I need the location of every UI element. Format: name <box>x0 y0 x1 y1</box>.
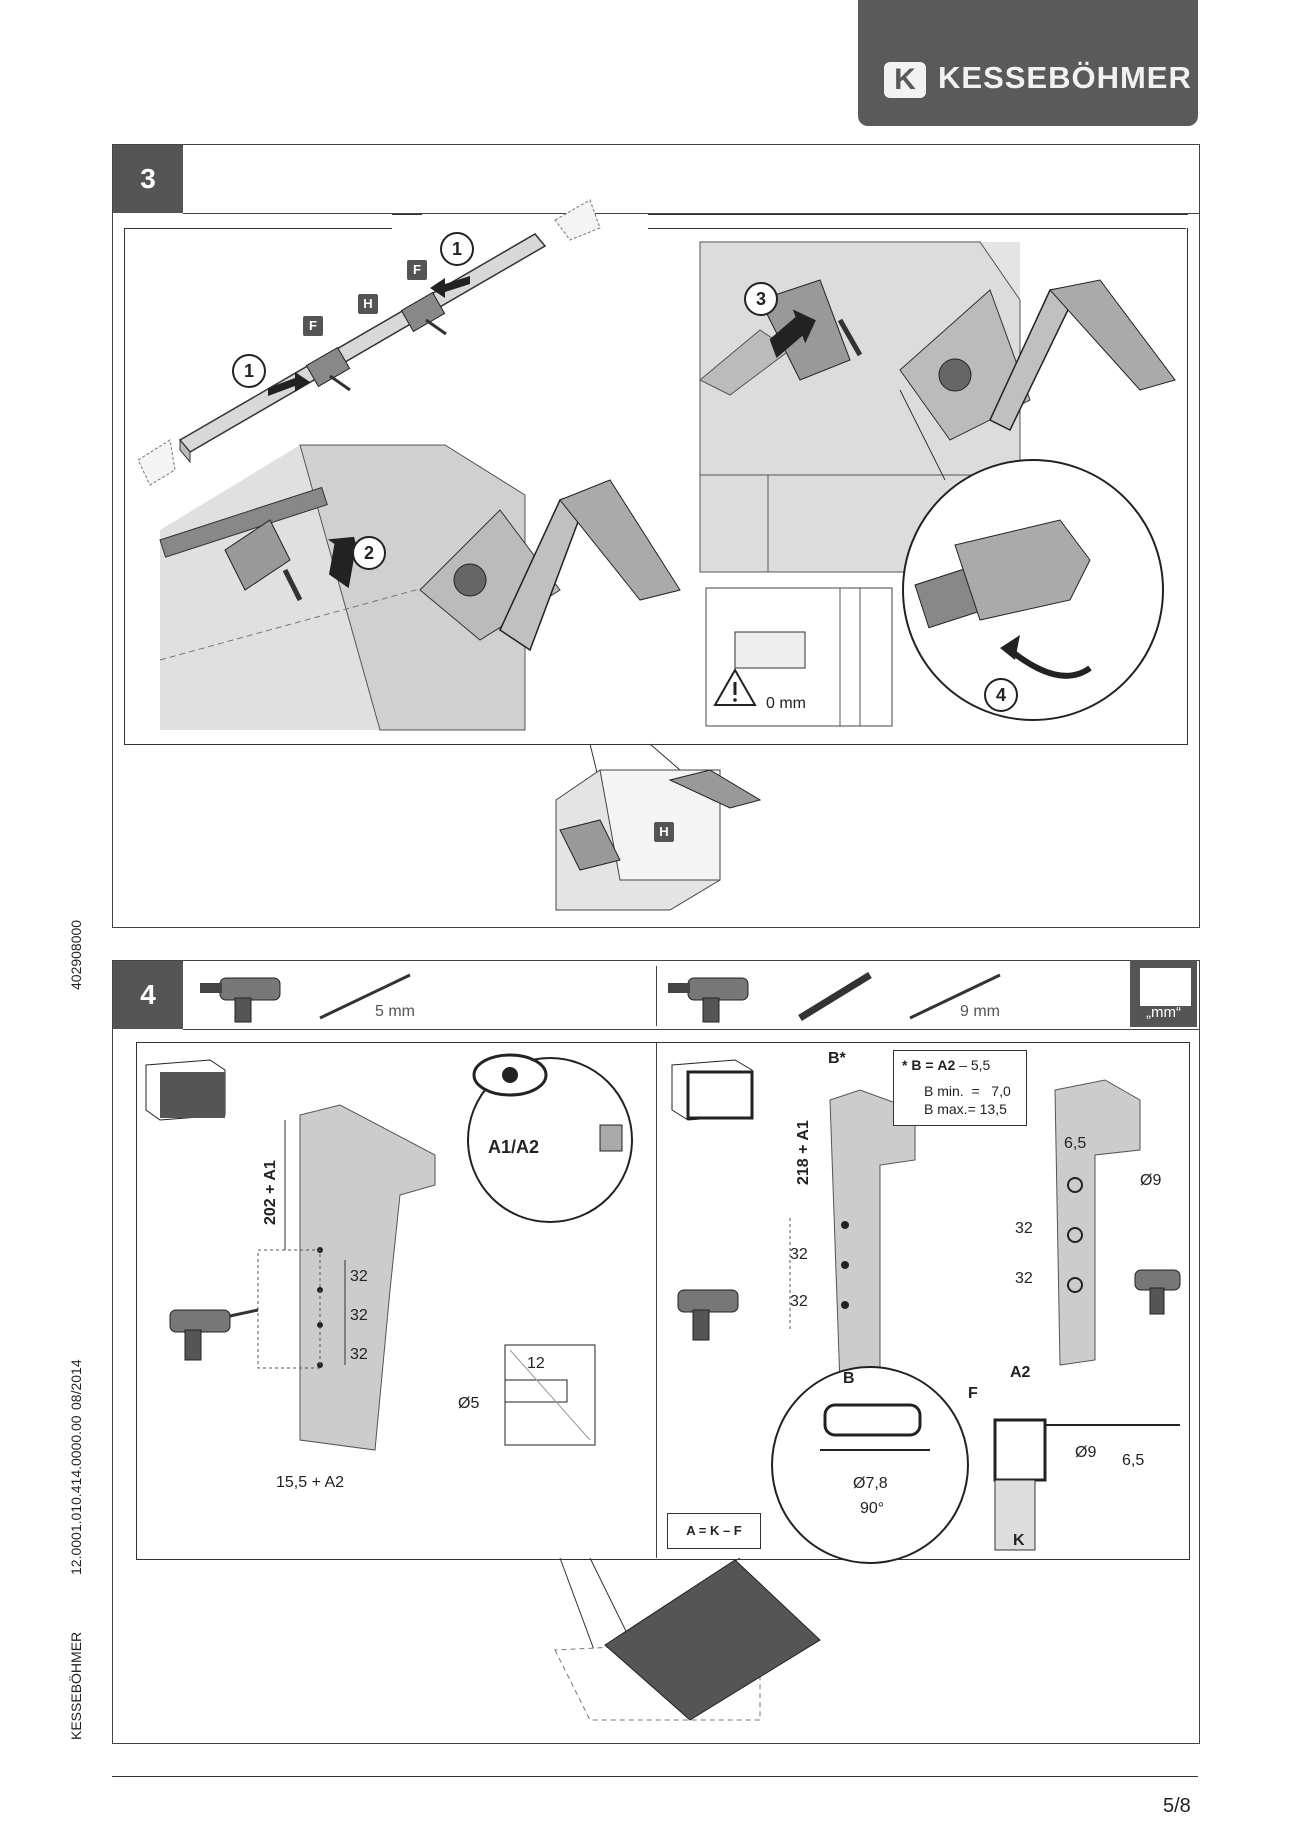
b-formula-box: * B = A2 – 5,5 B min. = 7,0 B max.= 13,5 <box>893 1050 1027 1126</box>
spacing-right-32-2: 32 <box>790 1293 808 1310</box>
panel-top-gap-line-right <box>648 214 1188 215</box>
drawer-cabinet-icon <box>145 1059 226 1121</box>
gap-detail <box>705 587 893 727</box>
panel-top-right-line <box>648 228 1186 229</box>
profile-section <box>993 1418 1180 1551</box>
detail-B: B <box>843 1370 855 1387</box>
hole-diameter-5: Ø5 <box>458 1395 480 1412</box>
profile-detail-circle <box>771 1366 969 1564</box>
drill-bit-left-size: 5 mm <box>375 1003 415 1020</box>
eye-detail-circle <box>467 1057 633 1223</box>
a-formula-box: A = K – F <box>667 1513 761 1549</box>
step-4-inner-divider <box>656 1042 657 1558</box>
rail-width-6-5: 6,5 <box>1064 1135 1087 1152</box>
detail-angle-90: 90° <box>860 1500 885 1517</box>
rail-spacing-32-1: 32 <box>1015 1220 1033 1237</box>
detail-diameter-7-8: Ø7,8 <box>853 1475 888 1492</box>
part-label-H-2: H <box>654 822 674 842</box>
drill-left <box>169 1308 259 1361</box>
detail-A1-A2: A1/A2 <box>488 1137 540 1157</box>
callout-3: 3 <box>744 282 778 316</box>
dim-15-5-A2: 15,5 + A2 <box>276 1474 345 1491</box>
door-panel-overview <box>554 1557 821 1721</box>
drill-bit-left <box>319 973 411 1020</box>
label-diameter-9: Ø9 <box>1075 1444 1097 1461</box>
part-label-H-1: H <box>358 294 378 314</box>
spacing-32-2: 32 <box>350 1307 368 1324</box>
spacing-32-1: 32 <box>350 1268 368 1285</box>
part-label-F-1: F <box>303 316 323 336</box>
cabinet-view-left <box>159 444 681 731</box>
step-3-number: 3 <box>113 145 183 213</box>
brand-logo-mark: K <box>884 62 926 98</box>
callout-2: 2 <box>352 536 386 570</box>
drill-icon-right <box>668 977 749 1023</box>
zoom-detail-circle <box>899 389 1164 721</box>
label-6-5: 6,5 <box>1122 1452 1145 1469</box>
brand-logo: K KESSEBÖHMER <box>858 0 1198 126</box>
frame-cabinet-icon <box>671 1059 754 1121</box>
step-4-number: 4 <box>113 961 183 1029</box>
spacing-32-3: 32 <box>350 1346 368 1363</box>
step-4-header-divider <box>656 966 657 1026</box>
panel-top-gap-line-left <box>392 214 422 215</box>
brand-name: KESSEBÖHMER <box>938 60 1192 95</box>
panel-top-left-line <box>124 228 392 229</box>
rail-profile <box>1054 1079 1141 1366</box>
drill-icon-left <box>200 977 281 1023</box>
side-panel-left <box>257 1104 436 1451</box>
callout-4: 4 <box>984 678 1018 712</box>
hole-section <box>504 1344 596 1446</box>
rail-hole-diameter: Ø9 <box>1140 1172 1162 1189</box>
footer-line <box>112 1776 1198 1777</box>
callout-1-left: 1 <box>232 354 266 388</box>
b-star-label: B* <box>828 1050 846 1067</box>
drill-right <box>677 1289 739 1341</box>
label-K: K <box>1013 1532 1025 1549</box>
label-F: F <box>968 1385 978 1402</box>
label-A2: A2 <box>1010 1364 1031 1381</box>
rod-assembly <box>137 199 601 486</box>
countersink-bit <box>798 972 872 1021</box>
drill-bit-right-size: 9 mm <box>960 1003 1000 1020</box>
gap-label: 0 mm <box>766 695 806 712</box>
dim-218-A1: 218 + A1 <box>795 1120 812 1185</box>
drill-rail <box>1134 1269 1181 1315</box>
step-3-header-line <box>183 213 1199 214</box>
spacing-right-32-1: 32 <box>790 1246 808 1263</box>
hole-depth-12: 12 <box>527 1355 545 1372</box>
drill-bit-right <box>909 973 1001 1020</box>
unit-mm-badge: „mm“ <box>1130 960 1197 1027</box>
callout-1-right: 1 <box>440 232 474 266</box>
dim-202-A1: 202 + A1 <box>262 1160 279 1225</box>
part-label-F-2: F <box>407 260 427 280</box>
step-4-header-line <box>183 1029 1199 1030</box>
rail-spacing-32-2: 32 <box>1015 1270 1033 1287</box>
page-number: 5/8 <box>1163 1795 1191 1817</box>
